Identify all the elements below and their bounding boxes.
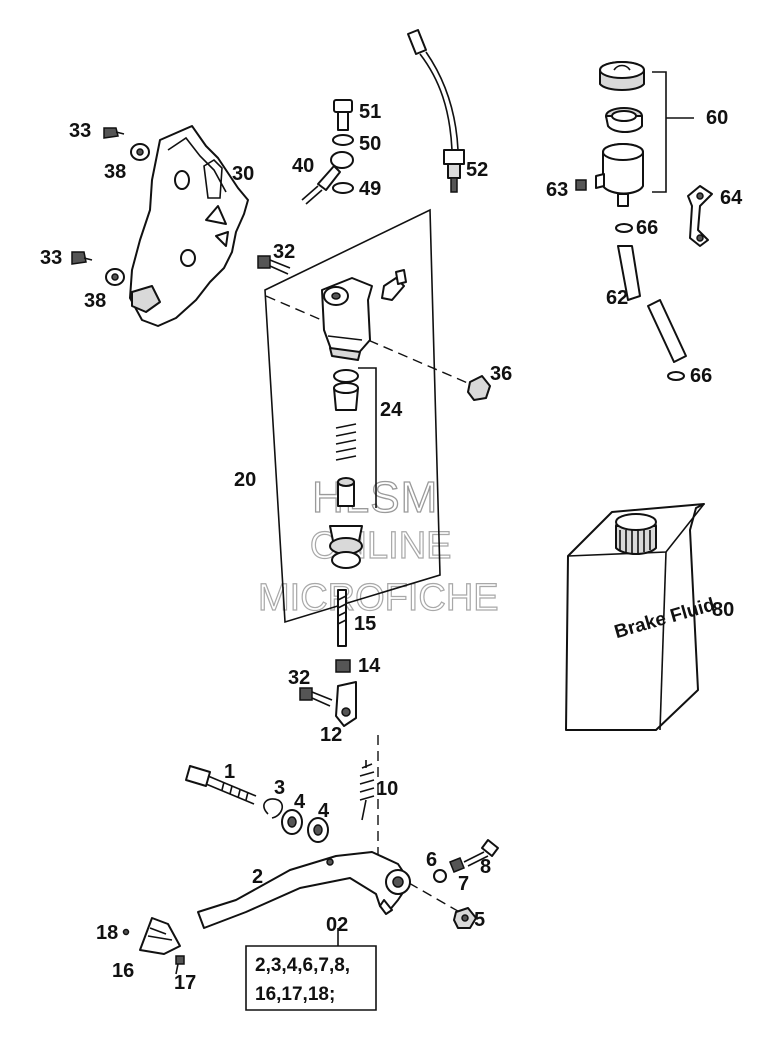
bushing-4b [307, 817, 329, 843]
label-6: 6 [426, 849, 437, 871]
hose-nipple [381, 269, 407, 301]
label-40: 40 [292, 155, 314, 177]
label-02: 02 [326, 914, 348, 936]
bolt-32-lower [299, 687, 333, 707]
clevis-12 [335, 681, 357, 727]
bushing-4a [281, 809, 303, 835]
label-32: 32 [288, 667, 310, 689]
nut-36 [467, 375, 491, 401]
reservoir-body [595, 143, 644, 207]
cylinder-kit-outline-20 [264, 208, 441, 624]
push-rod-15 [337, 589, 347, 647]
brake-fluid-can-80: Brake Fluid [565, 503, 717, 731]
label-33: 33 [40, 247, 62, 269]
watermark: HLSM ONLINE MICROFICHE [257, 472, 499, 619]
pedal-guard-part-30 [129, 125, 249, 327]
washer-38-lower [105, 268, 125, 286]
label-30: 30 [232, 163, 254, 185]
pedal-tip-16 [139, 917, 181, 955]
label-49: 49 [359, 178, 381, 200]
label-32: 32 [273, 241, 295, 263]
label-24: 24 [380, 399, 403, 421]
banjo-fitting-40 [301, 151, 354, 205]
label-12: 12 [320, 724, 342, 746]
pivot-bolt-1 [185, 765, 257, 805]
label-62: 62 [606, 287, 628, 309]
label-7: 7 [458, 873, 469, 895]
label-4: 4 [318, 800, 330, 822]
screw-63 [575, 179, 587, 191]
reservoir-cap [599, 61, 645, 91]
cylinder-internals-24 [329, 369, 363, 569]
pin-18 [122, 928, 130, 936]
brake-hose-62 [617, 245, 687, 363]
label-51: 51 [359, 101, 381, 123]
label-2: 2 [252, 866, 263, 888]
kit-line-2: 16,17,18; [255, 984, 335, 1005]
label-80: 80 [712, 599, 734, 621]
washer-38-upper [130, 143, 150, 161]
label-33: 33 [69, 120, 91, 142]
watermark-line-3: MICROFICHE [258, 577, 499, 619]
seal-ring-50 [332, 134, 354, 146]
label-60: 60 [706, 107, 728, 129]
label-38: 38 [84, 290, 106, 312]
label-66: 66 [636, 217, 658, 239]
brake-light-switch-52 [407, 29, 465, 193]
master-cylinder-body [321, 277, 373, 361]
label-10: 10 [376, 778, 398, 800]
label-14: 14 [358, 655, 381, 677]
kit-line-1: 2,3,4,6,7,8, [255, 955, 350, 976]
label-52: 52 [466, 159, 488, 181]
bracket-24 [358, 367, 377, 508]
bolt-33-upper [103, 127, 125, 139]
label-38: 38 [104, 161, 126, 183]
label-63: 63 [546, 179, 568, 201]
bracket-60 [652, 71, 694, 193]
label-18: 18 [96, 922, 118, 944]
label-64: 64 [720, 187, 743, 209]
brake-pedal-2 [197, 851, 411, 929]
circlip-3 [263, 798, 284, 819]
nut-14 [335, 659, 351, 673]
label-4: 4 [294, 791, 306, 813]
label-3: 3 [274, 777, 285, 799]
bolt-33-lower [71, 251, 93, 265]
bracket-64 [687, 185, 713, 247]
bolt-32-upper [257, 255, 291, 275]
bolt-8 [463, 839, 499, 867]
seal-ring-49 [332, 182, 354, 194]
label-66: 66 [690, 365, 712, 387]
washer-6 [433, 869, 447, 883]
label-15: 15 [354, 613, 376, 635]
label-16: 16 [112, 960, 134, 982]
label-5: 5 [474, 909, 485, 931]
part-labels: 33 38 30 33 38 51 50 40 49 52 32 36 24 2… [40, 101, 743, 994]
assembly-line-upper [265, 295, 471, 385]
hose-clamp-66-upper [615, 223, 633, 233]
label-17: 17 [174, 972, 196, 994]
bolt-17 [175, 955, 185, 975]
label-1: 1 [224, 761, 235, 783]
label-8: 8 [480, 856, 491, 878]
nut-7 [449, 857, 465, 873]
return-spring-10 [359, 760, 375, 821]
watermark-line-1: HLSM [312, 473, 438, 522]
label-20: 20 [234, 469, 256, 491]
reservoir-diaphragm [605, 107, 643, 133]
banjo-bolt-51 [333, 99, 353, 131]
label-50: 50 [359, 133, 381, 155]
hose-clamp-66-lower [667, 371, 685, 381]
nut-5 [453, 907, 477, 929]
label-36: 36 [490, 363, 512, 385]
kit-02: 2,3,4,6,7,8, 16,17,18; [245, 928, 377, 1011]
